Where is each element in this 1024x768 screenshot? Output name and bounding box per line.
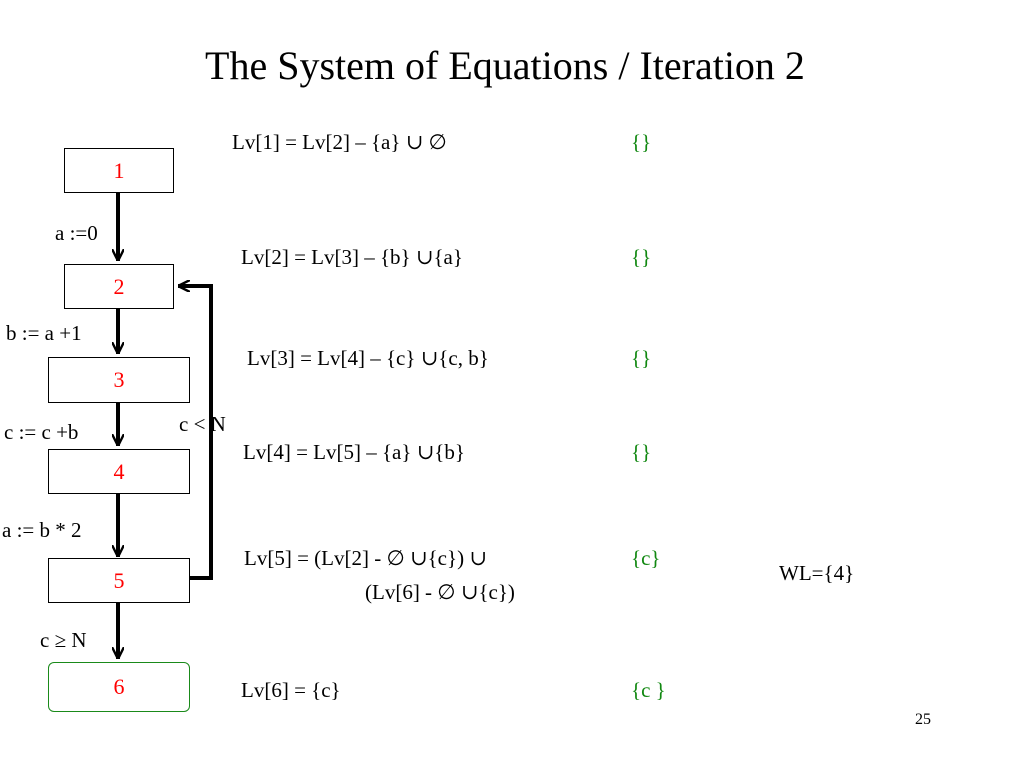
node-3: 3 <box>48 357 190 403</box>
solution-lv5: {c} <box>631 546 661 570</box>
solution-lv6: {c } <box>631 678 666 702</box>
node-5: 5 <box>48 558 190 603</box>
solution-lv2: {} <box>631 245 652 269</box>
equation-lv1: Lv[1] = Lv[2] – {a} ∪ ∅ <box>232 130 447 154</box>
equation-lv4: Lv[4] = Lv[5] – {a} ∪{b} <box>243 440 465 464</box>
edge-label-4-5: a := b * 2 <box>2 518 82 542</box>
solution-lv3: {} <box>631 346 652 370</box>
equation-lv5-line1: Lv[5] = (Lv[2] - ∅ ∪{c}) ∪ <box>244 546 487 570</box>
node-1: 1 <box>64 148 174 193</box>
edge-label-back: c < N <box>179 412 226 436</box>
node-6-exit: 6 <box>48 662 190 712</box>
equation-lv6: Lv[6] = {c} <box>241 678 341 702</box>
node-2: 2 <box>64 264 174 309</box>
solution-lv1: {} <box>631 130 652 154</box>
slide-title: The System of Equations / Iteration 2 <box>205 43 805 88</box>
node-4: 4 <box>48 449 190 494</box>
equation-lv2: Lv[2] = Lv[3] – {b} ∪{a} <box>241 245 463 269</box>
edge-label-2-3: b := a +1 <box>6 321 82 345</box>
edge-label-5-6: c ≥ N <box>40 628 87 652</box>
solution-lv4: {} <box>631 440 652 464</box>
page-number: 25 <box>915 711 931 728</box>
edge-5-2-back <box>178 286 213 580</box>
worklist: WL={4} <box>779 561 855 585</box>
equation-lv3: Lv[3] = Lv[4] – {c} ∪{c, b} <box>247 346 489 370</box>
edge-label-3-4: c := c +b <box>4 420 79 444</box>
edge-label-1-2: a :=0 <box>55 221 98 245</box>
equation-lv5-line2: (Lv[6] - ∅ ∪{c}) <box>365 580 515 604</box>
